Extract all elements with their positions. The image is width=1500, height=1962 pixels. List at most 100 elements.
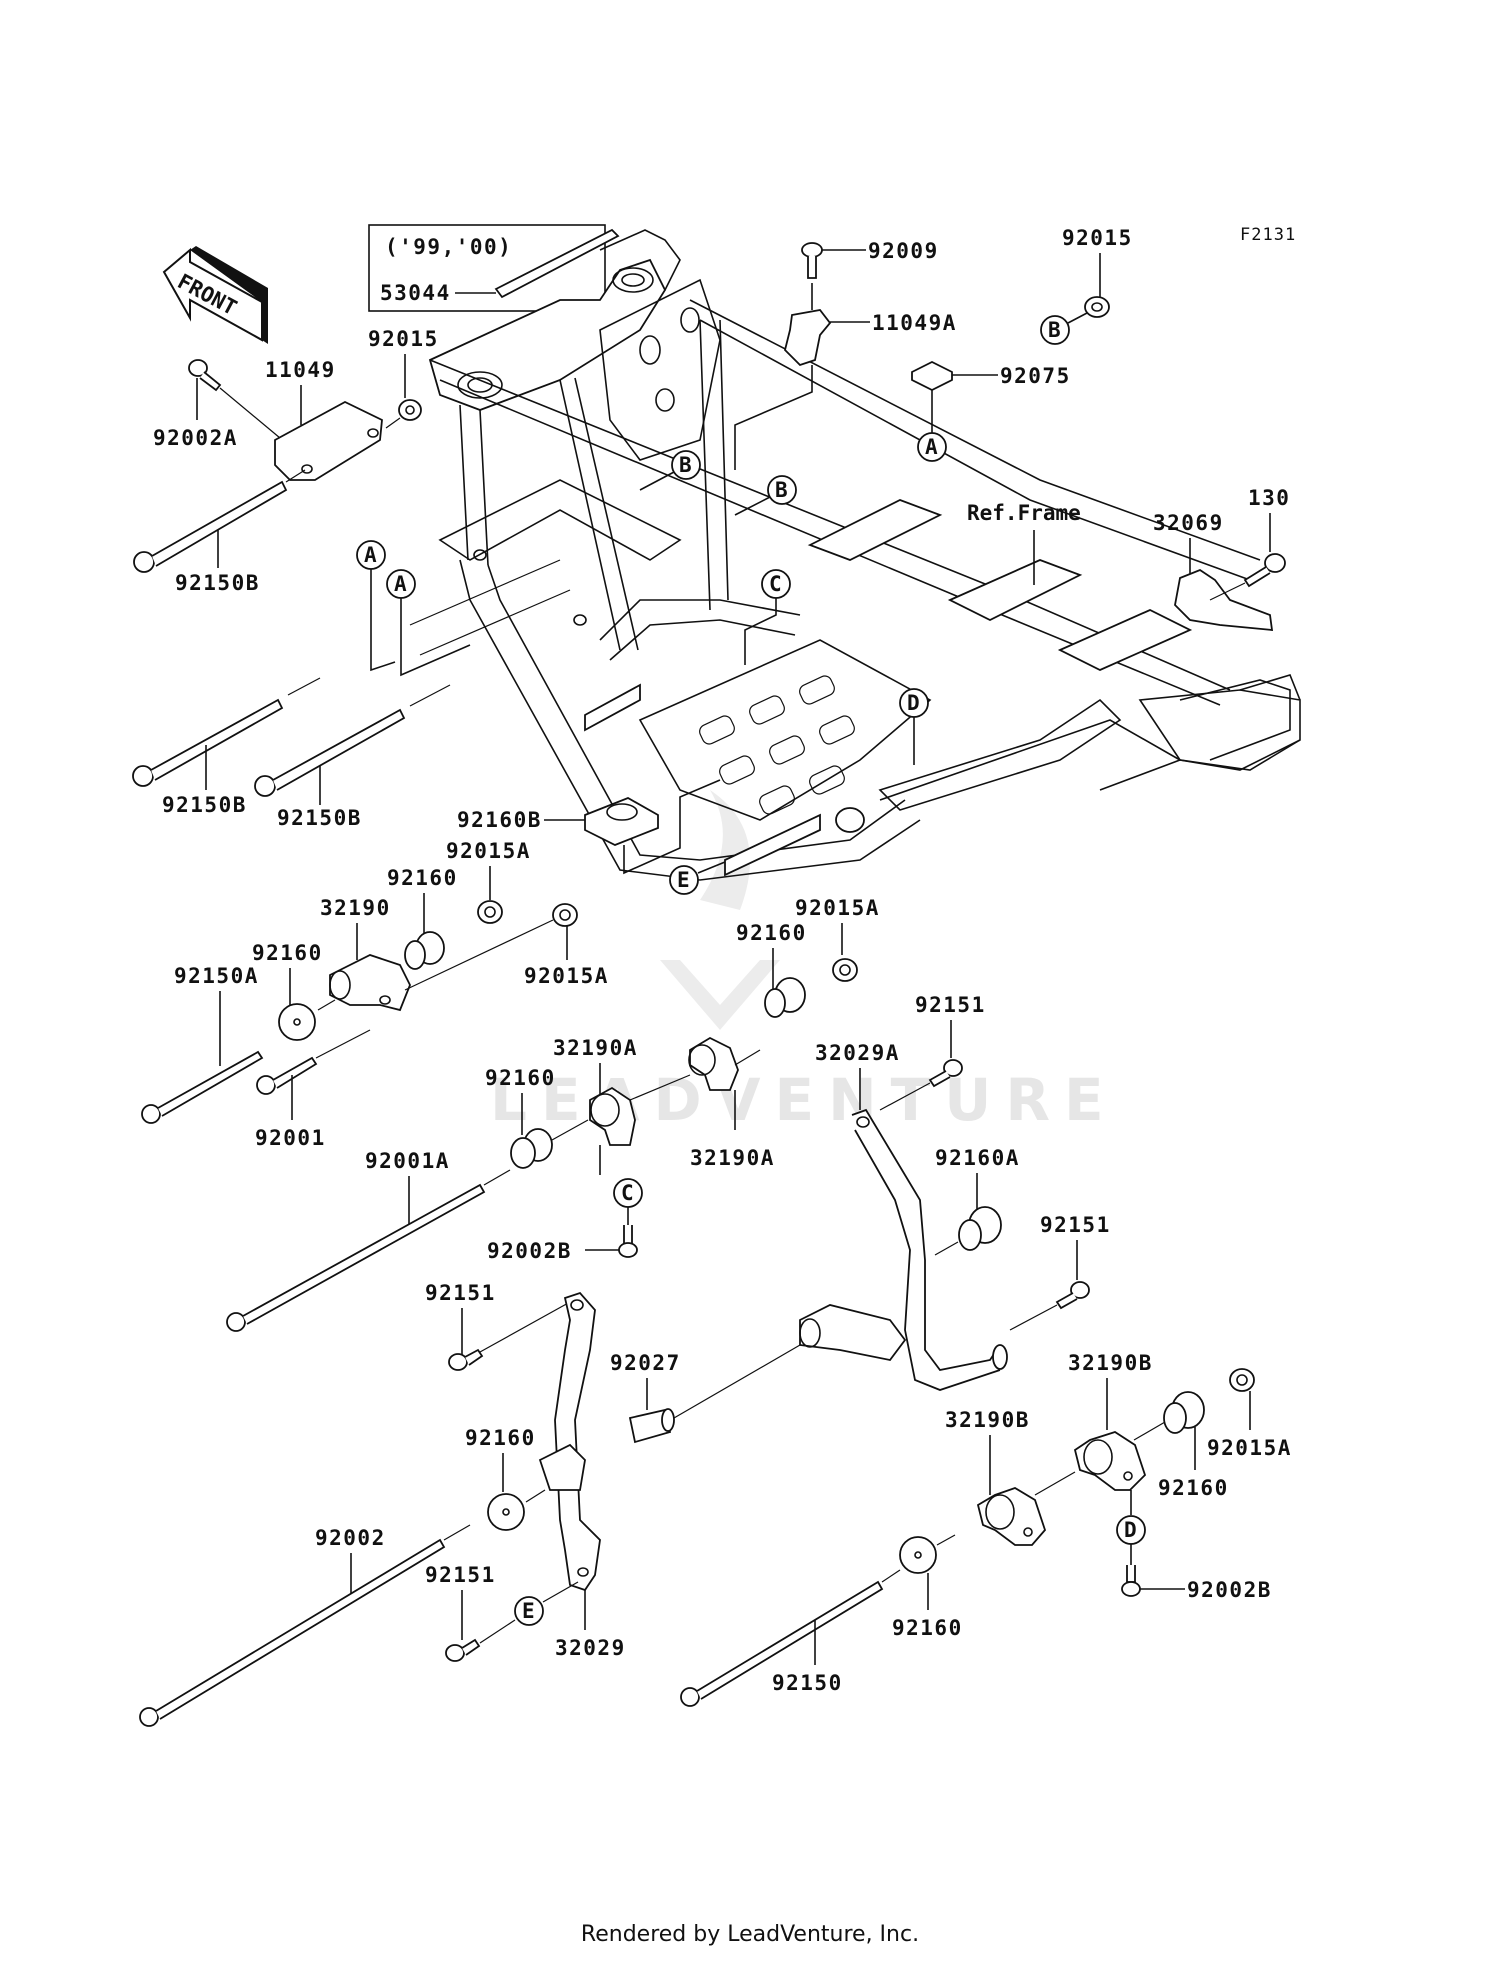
part-92151-3: 92151 [425,1281,571,1371]
callout-92151-3: 92151 [425,1281,496,1305]
callout-32190B-2: 32190B [945,1408,1030,1432]
part-92015A-3: 92015A [795,896,880,982]
callout-92160-5: 92160 [1158,1476,1229,1500]
part-92160-1: 92160 [387,866,458,970]
variant-box-label: ('99,'00) [385,235,512,259]
ref-marker-e-lower: E [522,1599,535,1623]
part-92002A: 92002A [153,359,281,450]
part-11049: 11049 [265,358,383,481]
main-frame: Ref.Frame [428,229,1301,881]
ref-marker-b-frame-2: B [775,478,788,502]
callout-32190B-1: 32190B [1068,1351,1153,1375]
callout-92160-6: 92160 [892,1616,963,1640]
part-92001A: 92001A [226,1149,511,1332]
part-92160-5: 92160 [1158,1391,1229,1500]
part-92027: 92027 [610,1344,801,1444]
callout-92002: 92002 [315,1526,386,1550]
watermark-text: LEADVENTURE [490,1066,1118,1134]
callout-92015A-3: 92015A [795,896,880,920]
callout-92015-left: 92015 [368,327,439,351]
ref-marker-d-lower: D [1124,1518,1137,1542]
ref-marker-b-frame-1: B [679,453,692,477]
callout-11049: 11049 [265,358,336,382]
callout-92150B-1: 92150B [175,571,260,595]
callout-53044: 53044 [380,281,451,305]
part-92160-3: 92160 [736,921,807,1018]
front-arrow-shadow [190,246,268,344]
callout-92160A: 92160A [935,1146,1020,1170]
part-92150B-3: 92150B [254,684,451,830]
watermark-v-icon [660,960,780,1030]
callout-32029A: 32029A [815,1041,900,1065]
part-32029: 32029 [538,1291,626,1660]
part-92151-4: 92151 E [425,1563,579,1662]
part-92160B: 92160B [457,779,721,875]
ref-frame-label: Ref.Frame [967,501,1081,525]
callout-92160-7: 92160 [465,1426,536,1450]
callout-92002B-1: 92002B [487,1239,572,1263]
part-130: 130 [1209,486,1289,601]
part-92150: 92150 [680,1569,901,1707]
ref-marker-c-group: C [613,1178,643,1225]
ref-marker-d-frame: D [907,691,920,715]
part-92160-2: 92160 [252,941,336,1041]
ref-marker-b-top: B [1048,318,1061,342]
ref-markers-left-a: A A [356,540,571,677]
callout-92150B-3: 92150B [277,806,362,830]
callout-92150A: 92150A [174,964,259,988]
variant-box-frame [368,224,606,312]
callout-92160-4: 92160 [485,1066,556,1090]
part-92160-4: 92160 [485,1066,589,1169]
ref-marker-a-left-2: A [394,572,407,596]
callout-92160-1: 92160 [387,866,458,890]
callout-92015-top: 92015 [1062,226,1133,250]
part-32190A-2: 32190A [629,1036,775,1170]
part-32069: 32069 [1153,511,1274,632]
part-92001: 92001 [255,1029,371,1150]
part-92160-6: 92160 [892,1534,963,1640]
callout-92015A-1: 92015A [446,839,531,863]
callout-92150: 92150 [772,1671,843,1695]
callout-92075: 92075 [1000,364,1071,388]
ref-marker-c-lower: C [621,1181,634,1205]
part-92015A-4: 92015A [1207,1368,1290,1460]
part-53044-strip [494,228,620,299]
callout-92009: 92009 [868,239,939,263]
part-32190: 32190 [320,896,411,1012]
footer-credit: Rendered by LeadVenture, Inc. [580,1922,920,1947]
ref-marker-a-left-1: A [364,543,377,567]
part-32190B-1: 32190B [1068,1351,1166,1491]
callout-32190A-2: 32190A [690,1146,775,1170]
part-92002B-1: 92002B [487,1225,638,1263]
callout-92150B-2: 92150B [162,793,247,817]
callout-92001: 92001 [255,1126,326,1150]
watermark: LEADVENTURE [490,790,1118,1134]
part-92160A: 92160A [934,1146,1020,1256]
callout-92015A-2: 92015A [524,964,609,988]
part-92151-2: 92151 [1009,1213,1111,1331]
callout-32029: 32029 [555,1636,626,1660]
callout-92160-3: 92160 [736,921,807,945]
part-92015-top: 92015 B [1040,226,1133,345]
callout-92151-2: 92151 [1040,1213,1111,1237]
callout-92001A: 92001A [365,1149,450,1173]
part-92002: 92002 [139,1524,471,1727]
part-92015A-1: 92015A [446,839,531,924]
ref-marker-e-frame: E [677,868,690,892]
variant-box: ('99,'00) 53044 [368,224,620,312]
front-arrow: FRONT [162,246,268,344]
part-92150B-1: 92150B [133,469,306,595]
ref-marker-c-frame: C [769,572,782,596]
callout-92160-2: 92160 [252,941,323,965]
ref-marker-d-group: D [1116,1490,1146,1565]
callout-32190: 32190 [320,896,391,920]
callout-32190A-1: 32190A [553,1036,638,1060]
part-92150A: 92150A [141,964,264,1124]
callout-92002A: 92002A [153,426,238,450]
part-92160-7: 92160 [465,1426,546,1531]
part-11049A: 11049A [734,283,955,470]
figure-code: F2131 [1240,225,1296,245]
part-92002B-2: 92002B [1121,1565,1270,1602]
ref-markers-frame-b: B B C D [639,450,929,765]
part-32190A-1: 32190A [553,1036,638,1175]
